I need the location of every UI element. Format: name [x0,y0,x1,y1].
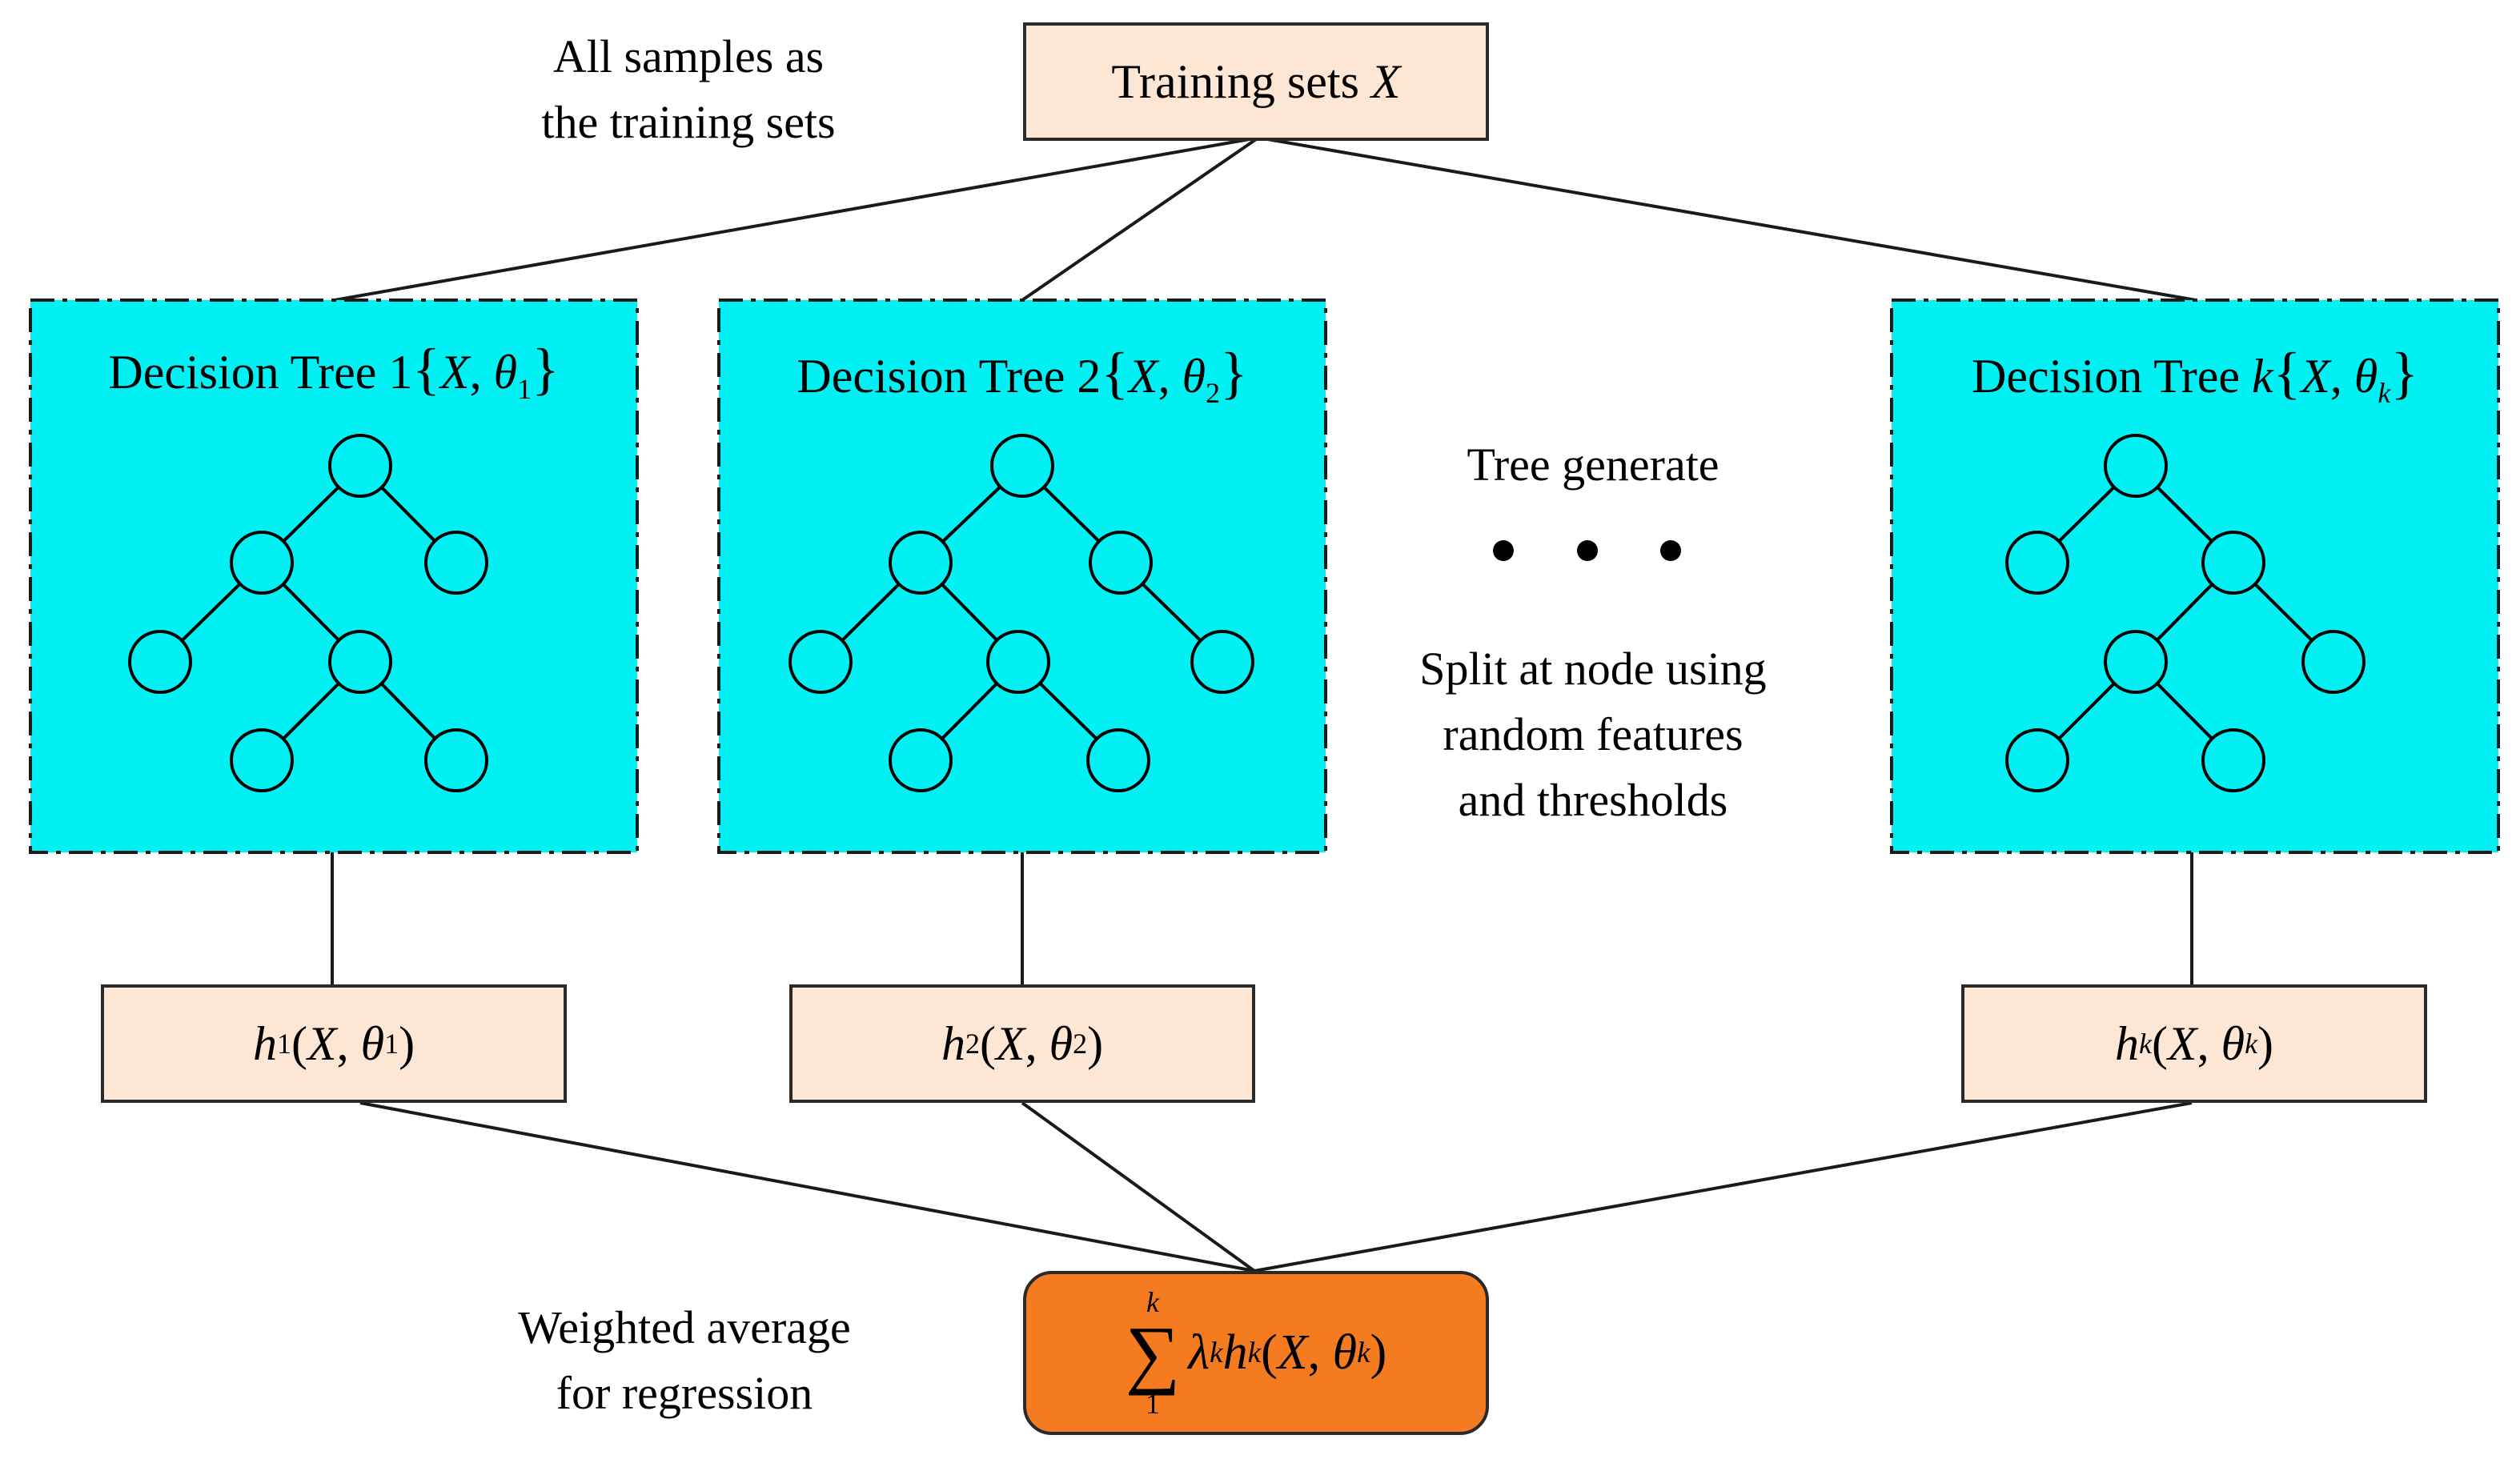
tree-node [2301,630,2366,694]
link-root-treek [1258,136,2197,302]
tree-title-k: Decision Tree k{X, θk} [1972,341,2418,409]
tree-panel-2 [717,299,1327,854]
tree-graph-2 [789,434,1254,792]
tree-node [889,728,953,792]
tree-node [2201,531,2265,595]
link-h2-aggregate [1021,1101,1256,1273]
training-sets-var: X [1370,54,1401,108]
tree-node [230,531,294,595]
training-sets-box: Training sets X [1023,22,1489,141]
tree-node [128,630,192,694]
sum-operator: k ∑ 1 [1125,1285,1181,1421]
tree-node [789,630,853,694]
tree-panel-1 [29,299,639,854]
training-sets-label: Training sets [1111,54,1371,108]
caption-tree-generate: Tree generate [1467,439,1719,491]
tree-node [889,531,953,595]
tree-node [230,728,294,792]
link-h1-aggregate [359,1101,1255,1273]
tree-node [2005,531,2069,595]
tree-node [1089,531,1153,595]
caption-split-note: Split at node using random features and … [1419,643,1767,826]
tree-node [990,434,1054,498]
link-root-tree1 [334,136,1259,302]
caption-weighted-average: Weighted average for regression [518,1301,851,1419]
caption-all-samples: All samples as the training sets [541,30,836,148]
ellipsis-dots [1493,540,1681,561]
tree-node [1086,728,1150,792]
tree-node [2005,728,2069,792]
tree-title-2: Decision Tree 2{X, θ2} [797,341,1248,409]
tree-title-1: Decision Tree 1{X, θ1} [108,337,560,405]
tree-node [2104,630,2168,694]
tree-node [328,434,392,498]
tree-graph-1 [128,434,488,792]
tree-graph-k [2005,434,2366,792]
tree-panel-k [1890,299,2500,854]
tree-node [328,630,392,694]
tree-node [2104,434,2168,498]
link-root-tree2 [1021,136,1260,302]
tree-node [2201,728,2265,792]
tree-node [424,531,488,595]
link-hk-aggregate [1254,1101,2193,1273]
tree-node [424,728,488,792]
tree-node [1190,630,1254,694]
tree-node [986,630,1050,694]
